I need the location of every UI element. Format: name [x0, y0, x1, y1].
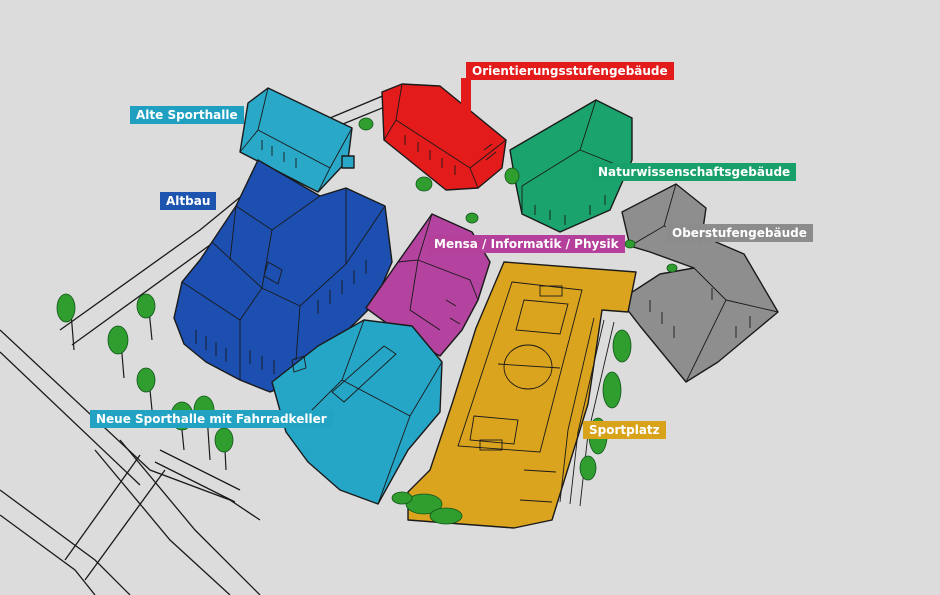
label-neue-sporthalle: Neue Sporthalle mit Fahrradkeller: [90, 410, 333, 428]
trees: [56, 117, 678, 525]
orientierungsstufe-building[interactable]: [381, 83, 507, 191]
orientierungsstufe-shape: [381, 83, 507, 191]
neue-sporthalle-building[interactable]: [271, 319, 443, 505]
neue-sporthalle-shape: [271, 319, 443, 505]
tree-cluster-sportplatz: [391, 329, 632, 525]
naturwissenschaft-building[interactable]: [509, 99, 633, 233]
oberstufe-shape: [619, 183, 779, 383]
label-orientierungsstufengebaeude: Orientierungsstufengebäude: [466, 62, 674, 80]
sportplatz-shape: [407, 261, 637, 529]
naturwissenschaft-shape: [509, 99, 633, 233]
label-oberstufengebaeude: Oberstufengebäude: [666, 224, 813, 242]
tree-cluster-center: [358, 117, 678, 273]
label-sportplatz: Sportplatz: [583, 421, 666, 439]
leader-lines: [461, 78, 476, 135]
label-alte-sporthalle: Alte Sporthalle: [130, 106, 244, 124]
label-altbau: Altbau: [160, 192, 217, 210]
label-naturwissenschaftsgebaeude: Naturwissenschaftsgebäude: [592, 163, 797, 181]
oberstufe-building[interactable]: [619, 183, 779, 383]
sportplatz-field[interactable]: [407, 261, 637, 529]
label-mensa-informatik-physik: Mensa / Informatik / Physik: [428, 235, 625, 253]
